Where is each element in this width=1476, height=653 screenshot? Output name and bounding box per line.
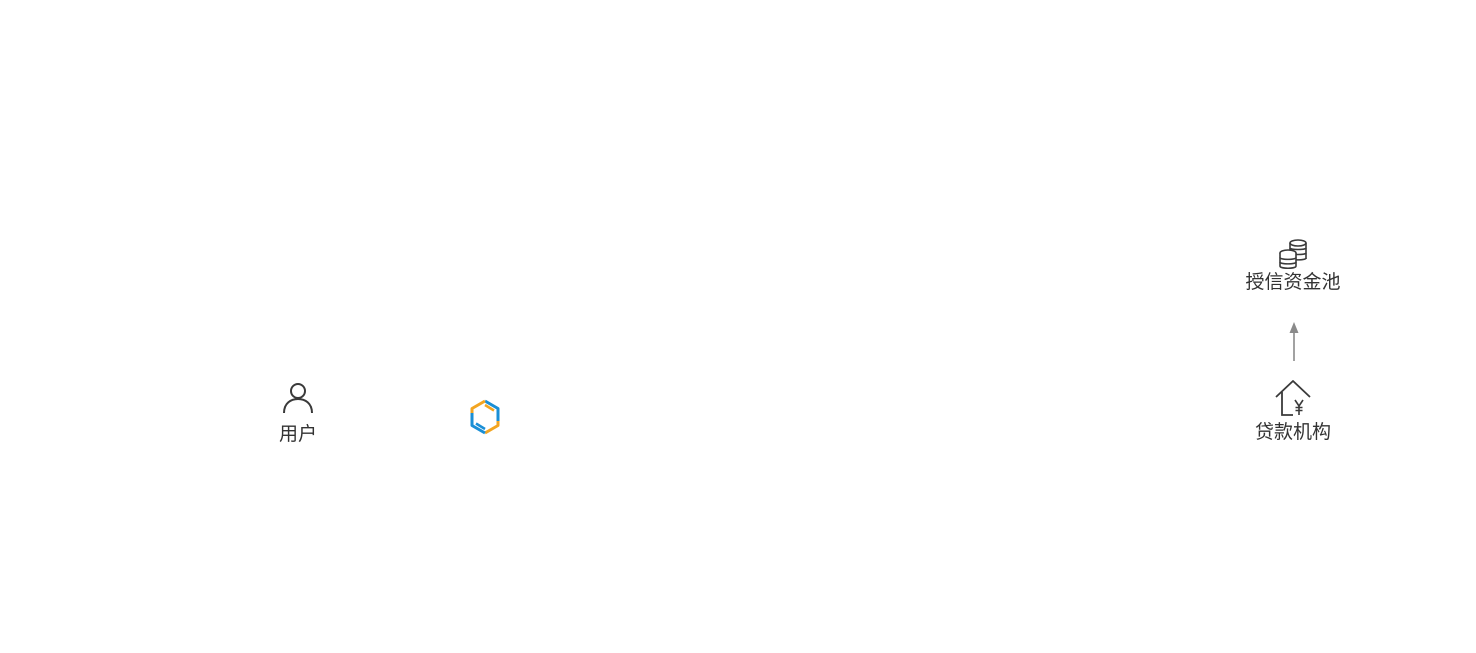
lender-label: 贷款机构 [1254,421,1331,443]
credit-pool-node: 授信资金池 [1228,238,1358,294]
house-yen-icon [1275,380,1311,416]
lender-node: 贷款机构 [1238,378,1348,444]
credit-pool-label: 授信资金池 [1245,271,1341,293]
platform-node [466,398,504,436]
coins-stack-icon [1279,239,1307,270]
arrow-up-connector [1289,322,1299,361]
user-label: 用户 [278,423,317,445]
user-node: 用户 [258,380,338,446]
user-icon [283,383,313,414]
platform-logo-icon [470,399,500,435]
